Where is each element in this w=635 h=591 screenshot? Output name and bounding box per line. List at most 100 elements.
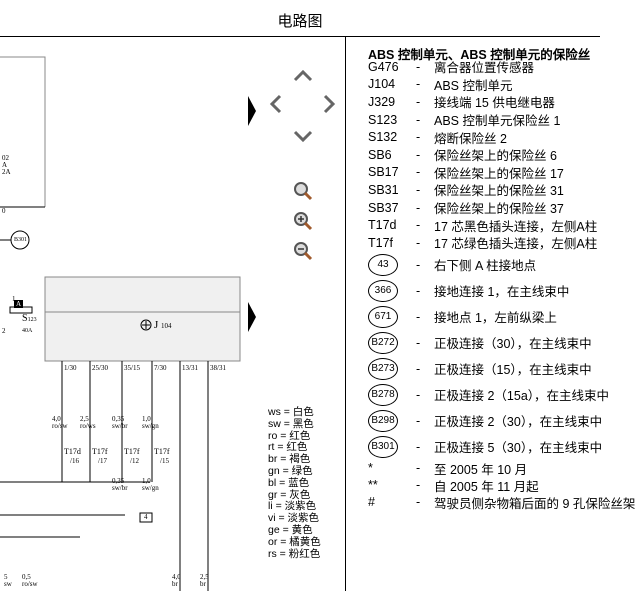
item-code: SB37 [368, 200, 399, 215]
item-desc: 正极连接（30），在主线束中 [434, 337, 592, 352]
fuse-number: 123 [27, 317, 37, 323]
top-left-label: A [2, 161, 8, 169]
wire-color: ro/sw [52, 422, 68, 430]
connector-label: T17f [92, 447, 108, 456]
item-desc: 17 芯绿色插头连接，左侧A柱 [434, 237, 598, 252]
item-dash: - [416, 478, 421, 493]
legend-entry: ro = 红色 [268, 429, 311, 442]
legend-entry: rs = 粉红色 [268, 547, 321, 560]
wire-color: sw/br [112, 484, 128, 492]
list-item: #-驾驶员侧杂物箱后面的 9 孔保险丝架 [368, 494, 635, 511]
item-dash: - [416, 218, 421, 233]
list-item: SB17-保险丝架上的保险丝 17 [368, 164, 600, 182]
item-dash: - [416, 361, 421, 376]
side-label: 1 [12, 295, 16, 303]
item-desc: 保险丝架上的保险丝 6 [434, 149, 557, 164]
item-dash: - [416, 309, 421, 324]
list-item: B301-正极连接 5（30），在主线束中 [368, 434, 602, 460]
circuit-drawing [0, 56, 241, 591]
nav-right-button[interactable] [316, 93, 342, 115]
ground-circle-icon: B273 [368, 357, 398, 380]
list-item: B298-正极连接 2（30），在主线束中 [368, 408, 602, 434]
module-letter: J [154, 319, 159, 331]
item-desc: 正极连接 2（15a），在主线束中 [434, 389, 610, 404]
wire-size: 1,0 [142, 477, 151, 485]
item-dash: - [416, 130, 421, 145]
wire-color: ro/sw [22, 580, 38, 588]
item-dash: - [416, 335, 421, 350]
terminal-box [139, 512, 153, 523]
page-title: 电路图 [277, 13, 323, 30]
item-dash: - [416, 461, 421, 476]
item-code-wrap: B301 [368, 435, 416, 458]
item-code-wrap: 366 [368, 279, 416, 302]
item-dash: - [416, 165, 421, 180]
wire-color: sw/gn [142, 484, 159, 492]
pin-lines [61, 361, 209, 591]
pin-label: 1/30 [64, 364, 77, 372]
list-item: B273 -正极连接（15），在主线束中 [368, 356, 600, 382]
nav-left-button[interactable] [263, 93, 289, 115]
legend-entry: ge = 黄色 [268, 523, 313, 536]
item-code-wrap: B278 [368, 383, 416, 406]
item-desc: 保险丝架上的保险丝 37 [434, 202, 564, 217]
item-desc: 接线端 15 供电继电器 [434, 96, 555, 111]
list-item: S132-熔断保险丝 2 [368, 128, 600, 146]
legend-entry: gr = 灰色 [268, 488, 311, 501]
nav-up-button[interactable] [290, 65, 316, 87]
connector-pin: /12 [130, 457, 139, 465]
zoom-out-button[interactable] [290, 240, 316, 262]
legend-entry: or = 橘黄色 [268, 535, 321, 548]
ground-circle-icon: B278 [368, 383, 398, 406]
wire-color: sw [4, 580, 12, 588]
fuse-amp: 40A [22, 328, 33, 334]
pin-label: 13/31 [182, 364, 198, 372]
ground-circle-icon: 43 [368, 253, 398, 276]
pin-label: 7/30 [154, 364, 167, 372]
title-divider [0, 36, 600, 37]
top-left-labels: 02 A 2A [2, 155, 11, 176]
nav-down-button[interactable] [290, 125, 316, 147]
connector-pin: /15 [160, 457, 169, 465]
ground-circle-icon: B272 [368, 331, 398, 354]
item-code: SB31 [368, 182, 399, 197]
list-item: J329-接线端 15 供电继电器 [368, 93, 600, 111]
item-dash: - [416, 413, 421, 428]
item-desc: 右下侧 A 柱接地点 [434, 259, 537, 274]
wire-size: 4,0 [172, 573, 181, 581]
module-box [44, 276, 241, 362]
zoom-in-button[interactable] [290, 210, 316, 232]
item-code: T17f [368, 235, 394, 250]
item-desc: 至 2005 年 10 月 [434, 462, 528, 477]
item-desc: 正极连接（15），在主线束中 [434, 363, 592, 378]
pointer-arrow-icon [248, 302, 256, 337]
side-label: 2 [2, 327, 6, 335]
item-dash: - [416, 77, 421, 92]
circuit-diagram[interactable]: 02 A 2A 0 B301 1 A S123 40A 2 J 104 1/30… [0, 37, 241, 591]
item-code-wrap: B298 [368, 409, 416, 432]
list-item: S123-ABS 控制单元保险丝 1 [368, 111, 600, 129]
item-dash: - [416, 439, 421, 454]
list-item: T17f -17 芯绿色插头连接，左侧A柱 [368, 234, 600, 252]
wire-color: br [172, 580, 178, 588]
list-item: 43-右下侧 A 柱接地点 [368, 252, 600, 278]
legend-entry: bl = 蓝色 [268, 476, 310, 489]
wire-size: 0,35 [112, 477, 125, 485]
item-desc: 17 芯黑色插头连接，左侧A柱 [434, 219, 598, 234]
item-dash: - [416, 495, 421, 510]
item-desc: 接地点 1，左前纵梁上 [434, 311, 557, 326]
item-desc: ABS 控制单元保险丝 1 [434, 114, 561, 129]
item-desc: 驾驶员侧杂物箱后面的 9 孔保险丝架 [434, 496, 635, 511]
item-desc: 保险丝架上的保险丝 17 [434, 166, 564, 181]
list-item: B272 -正极连接（30），在主线束中 [368, 330, 600, 356]
legend-entry: sw = 黑色 [268, 417, 314, 430]
item-dash: - [416, 235, 421, 250]
legend-entry: vi = 淡紫色 [268, 512, 320, 525]
item-code: ** [368, 478, 378, 493]
zoom-fit-button[interactable] [290, 180, 316, 202]
pin-label: 25/30 [92, 364, 108, 372]
wire-color: ro/ws [80, 422, 96, 430]
